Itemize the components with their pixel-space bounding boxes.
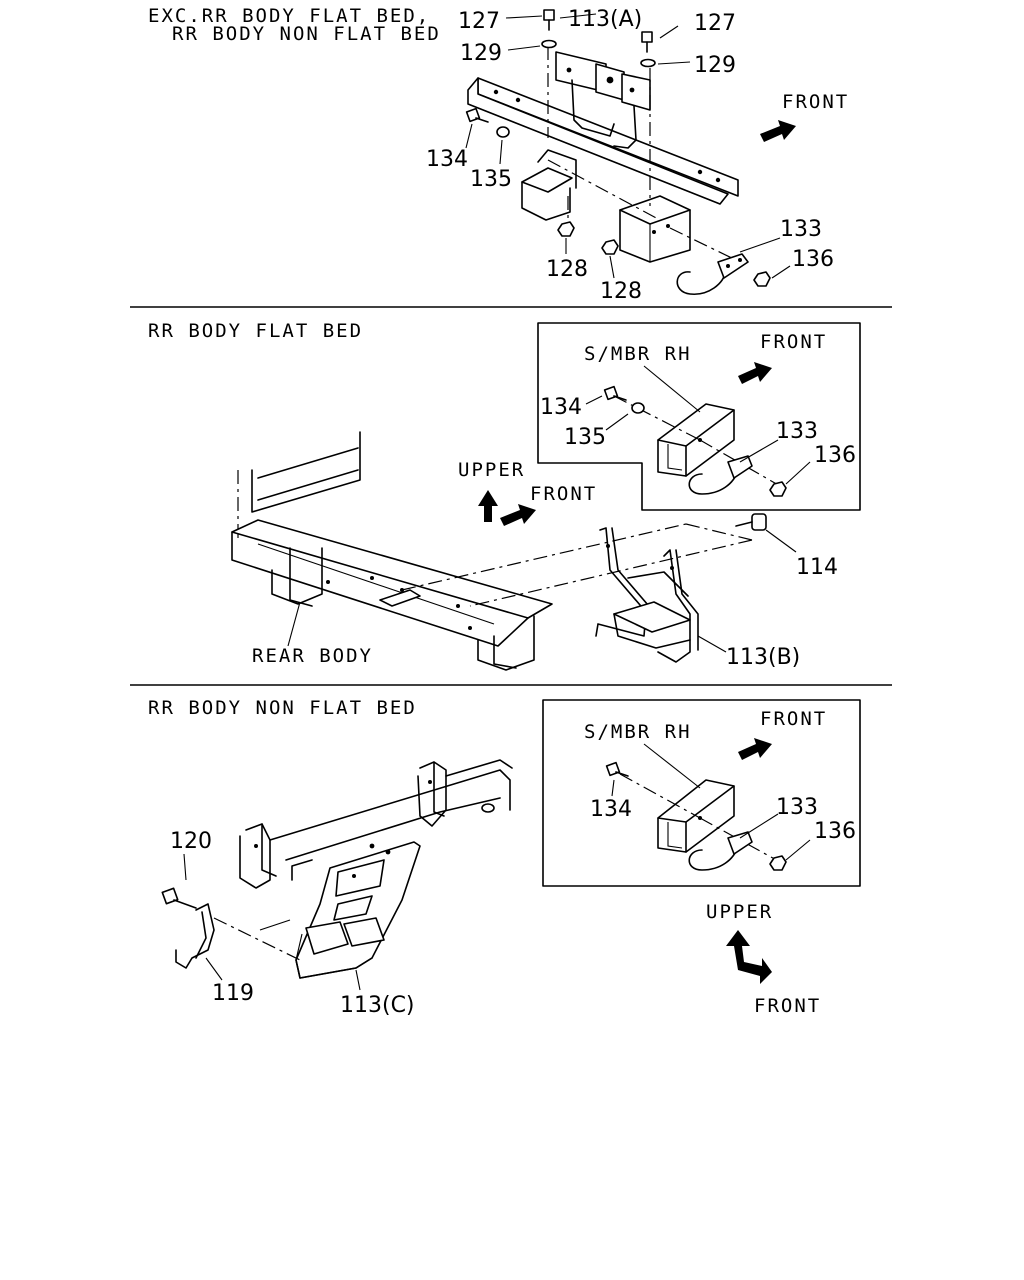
front-label-2: FRONT: [530, 483, 597, 505]
bracket-113c: [295, 841, 421, 991]
front-label-inset2: FRONT: [760, 708, 827, 730]
front-arrow-icon-inset2: [738, 738, 772, 760]
inset-box-nonflat: [542, 699, 861, 887]
part-129-right: 129: [694, 53, 736, 78]
upper-label-2: UPPER: [706, 901, 773, 923]
part-135-s2: 135: [564, 425, 606, 450]
part-129-left: 129: [460, 41, 502, 66]
part-113a: 113(A): [568, 7, 642, 32]
part-134-s3: 134: [590, 797, 632, 822]
front-arrow-icon: [760, 120, 796, 142]
rear-body-frame-flat: [231, 431, 753, 671]
part-136-s1: 136: [792, 247, 834, 272]
part-133-s2: 133: [776, 419, 818, 444]
upper-label-1: UPPER: [458, 459, 525, 481]
bolt-114: [735, 513, 797, 553]
rear-body-label: REAR BODY: [252, 645, 373, 667]
part-136-s2: 136: [814, 443, 856, 468]
section-title-nonflat: RR BODY NON FLAT BED: [148, 697, 417, 719]
section-title-exc-line1: EXC.RR BODY FLAT BED,: [148, 5, 430, 27]
part-119: 119: [212, 981, 254, 1006]
rear-crossmember-bracket-assembly: [465, 9, 791, 295]
part-113c: 113(C): [340, 993, 415, 1018]
bracket-113b: [595, 527, 727, 663]
part-113b: 113(B): [726, 645, 800, 670]
front-arrow-icon-inset1: [738, 362, 772, 384]
front-label-1: FRONT: [782, 91, 849, 113]
part-128-right: 128: [600, 279, 642, 304]
part-134-s2: 134: [540, 395, 582, 420]
part-127-left: 127: [458, 9, 500, 34]
part-120: 120: [170, 829, 212, 854]
inset-box-flat: [537, 322, 861, 511]
part-136-s3: 136: [814, 819, 856, 844]
part-134-s1: 134: [426, 147, 468, 172]
part-133-s3: 133: [776, 795, 818, 820]
part-128-left: 128: [546, 257, 588, 282]
front-arrow-icon-2: [500, 504, 536, 526]
bolt-120-bracket-119: [161, 853, 301, 981]
part-127-right: 127: [694, 11, 736, 36]
part-133-s1: 133: [780, 217, 822, 242]
inset-smbr-hook-nonflat: [605, 743, 811, 871]
smbr-rh-label-2: S/MBR RH: [584, 721, 692, 743]
section-title-exc-line2: RR BODY NON FLAT BED: [172, 23, 441, 45]
front-label-3: FRONT: [754, 995, 821, 1017]
part-135-s1: 135: [470, 167, 512, 192]
part-114: 114: [796, 555, 838, 580]
rear-frame-nonflat: [239, 759, 513, 889]
upper-front-arrow-icon: [726, 930, 772, 984]
front-label-inset1: FRONT: [760, 331, 827, 353]
section-title-flat: RR BODY FLAT BED: [148, 320, 363, 342]
inset-smbr-hook-flat: [585, 365, 811, 497]
smbr-rh-label-1: S/MBR RH: [584, 343, 692, 365]
upper-arrow-icon: [478, 490, 498, 522]
